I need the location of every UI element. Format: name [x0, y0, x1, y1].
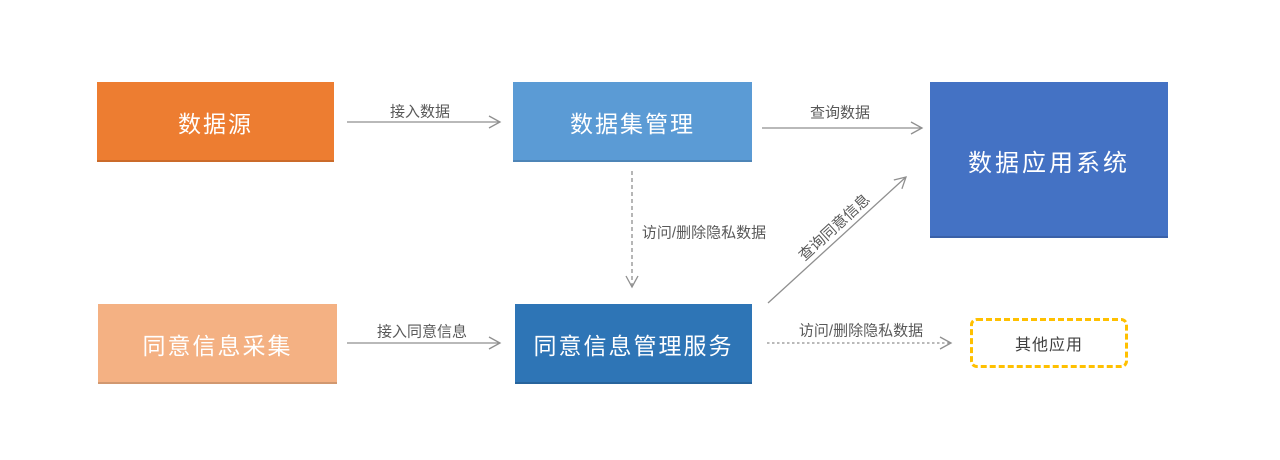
edge-label-access-data: 接入数据: [389, 103, 451, 121]
edge-label-privacy-vertical: 访问/删除隐私数据: [641, 224, 767, 242]
node-data-source-label: 数据源: [178, 111, 253, 137]
node-dataset-management-label: 数据集管理: [570, 111, 695, 137]
edge-label-access-consent: 接入同意信息: [376, 323, 468, 341]
edge-label-privacy-horizontal: 访问/删除隐私数据: [798, 322, 924, 340]
node-consent-management-service[interactable]: 同意信息管理服务: [515, 304, 752, 384]
node-data-application-system[interactable]: 数据应用系统: [930, 82, 1168, 238]
node-data-application-system-label: 数据应用系统: [968, 149, 1130, 177]
edge-query-consent-diagonal-arrow: [767, 176, 908, 304]
node-consent-management-service-label: 同意信息管理服务: [533, 333, 734, 359]
edge-label-query-data: 查询数据: [809, 104, 871, 122]
node-data-source[interactable]: 数据源: [97, 82, 334, 162]
node-other-applications-label: 其他应用: [1014, 337, 1083, 354]
node-consent-info-collection-label: 同意信息采集: [142, 333, 293, 359]
node-consent-info-collection[interactable]: 同意信息采集: [98, 304, 337, 384]
node-other-applications[interactable]: 其他应用: [970, 318, 1128, 368]
node-dataset-management[interactable]: 数据集管理: [513, 82, 752, 162]
